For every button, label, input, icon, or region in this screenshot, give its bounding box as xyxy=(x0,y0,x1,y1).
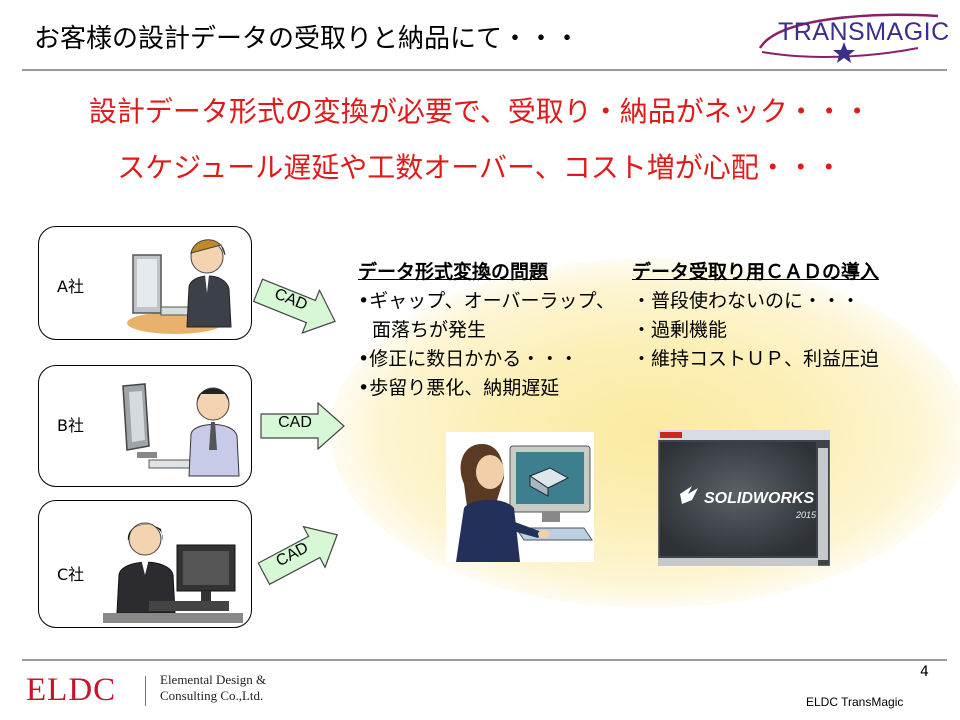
problem-item: •歩留り悪化、納期遅延 xyxy=(358,377,560,399)
cad-operator-icon xyxy=(446,432,594,562)
cad-arrow-c: CAD xyxy=(252,513,350,596)
headline-2: スケジュール遅延や工数オーバー、コスト増が心配・・・ xyxy=(117,151,843,184)
company-a-label: A社 xyxy=(57,277,84,296)
page-number: 4 xyxy=(920,664,929,680)
arrow-right-icon xyxy=(257,525,339,586)
solidworks-version: 2015 xyxy=(796,510,817,520)
company-c-label: C社 xyxy=(57,565,85,584)
title-divider xyxy=(22,69,947,71)
solidworks-brand: SOLIDWORKS xyxy=(704,490,815,507)
problem-item: •修正に数日かかる・・・ xyxy=(358,348,579,370)
arrow-right-icon xyxy=(252,278,336,334)
cad-arrow-b-label: CAD xyxy=(278,414,312,431)
eldc-company-name: Elemental Design & Consulting Co.,Ltd. xyxy=(160,672,266,704)
eldc-company-line2: Consulting Co.,Ltd. xyxy=(160,688,264,703)
cad-arrow-b: CAD xyxy=(260,402,346,450)
company-c-box: C社 xyxy=(38,500,252,628)
company-b-box: B社 xyxy=(38,365,252,487)
problems-block: データ形式変換の問題 •ギャップ、オーバーラップ、 面落ちが発生 •修正に数日か… xyxy=(358,258,615,403)
problem-item: 面落ちが発生 xyxy=(372,319,487,341)
cad-intro-item: ・過剰機能 xyxy=(632,319,728,341)
cad-intro-item: ・維持コストＵＰ、利益圧迫 xyxy=(632,348,880,370)
problem-item: •ギャップ、オーバーラップ、 xyxy=(358,290,615,312)
logo-swoosh-icon xyxy=(758,13,939,63)
cad-operator-illustration xyxy=(446,432,594,562)
eldc-company-line1: Elemental Design & xyxy=(160,672,267,687)
headline-1: 設計データ形式の変換が必要で、受取り・納品がネック・・・ xyxy=(88,95,872,128)
transmagic-logo: TRANSMAGIC xyxy=(748,8,950,64)
logo-text: TRANSMAGIC xyxy=(778,18,950,46)
cad-arrow-a: CAD xyxy=(248,268,346,345)
eldc-logo: ELDC xyxy=(26,672,117,708)
footer-brand: ELDC TransMagic xyxy=(806,695,904,709)
office-worker-a-illustration xyxy=(127,239,232,334)
footer-divider xyxy=(22,659,947,661)
arrow-right-icon xyxy=(260,402,345,450)
cad-intro-title: データ受取り用ＣＡＤの導入 xyxy=(632,261,880,283)
cad-intro-item: ・普段使わないのに・・・ xyxy=(632,290,861,312)
cad-intro-block: データ受取り用ＣＡＤの導入 ・普段使わないのに・・・ ・過剰機能 ・維持コストＵ… xyxy=(632,258,879,374)
office-worker-b-illustration xyxy=(122,383,240,477)
solidworks-splash-icon xyxy=(657,429,831,567)
slide-title: お客様の設計データの受取りと納品にて・・・ xyxy=(34,24,581,54)
problems-title: データ形式変換の問題 xyxy=(358,261,549,283)
solidworks-screenshot: SOLIDWORKS 2015 xyxy=(657,429,831,567)
company-b-label: B社 xyxy=(57,416,84,435)
highlight-glow xyxy=(330,258,960,608)
office-worker-c-illustration xyxy=(103,522,243,623)
eldc-logo-separator xyxy=(145,676,146,706)
company-a-box: A社 xyxy=(38,226,252,340)
